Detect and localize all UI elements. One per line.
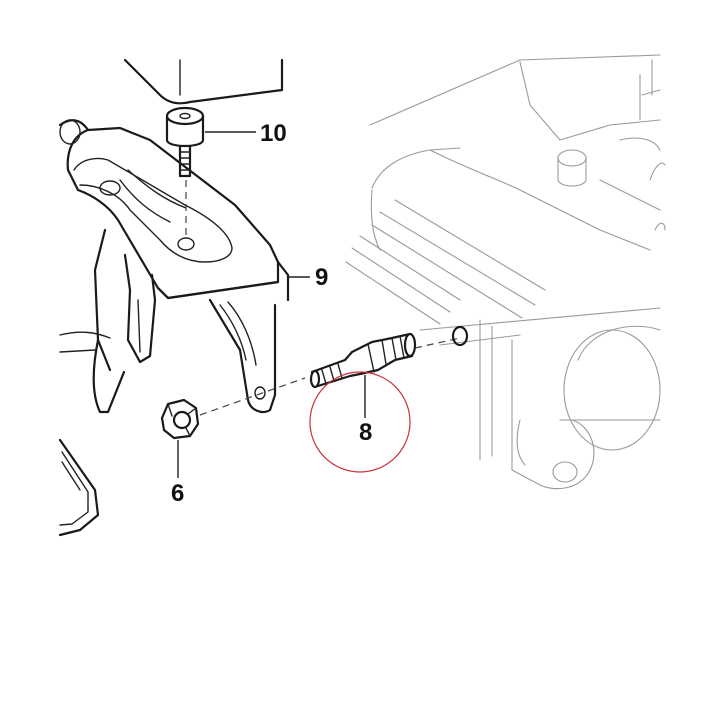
- bracket-part-9: [58, 119, 290, 414]
- spacer-part-10: [165, 106, 205, 240]
- highlight-circle: [309, 371, 411, 473]
- lower-left-fragment: [58, 438, 100, 537]
- flange-nut-part-6: [160, 377, 306, 440]
- callout-9: 9: [315, 264, 328, 291]
- engine-block-ghost: [345, 54, 666, 490]
- stud-bolt-part-8: [309, 325, 469, 389]
- console-fragment: [123, 58, 284, 105]
- callout-6: 6: [171, 480, 184, 507]
- callout-10: 10: [260, 120, 287, 147]
- callout-8: 8: [359, 419, 372, 446]
